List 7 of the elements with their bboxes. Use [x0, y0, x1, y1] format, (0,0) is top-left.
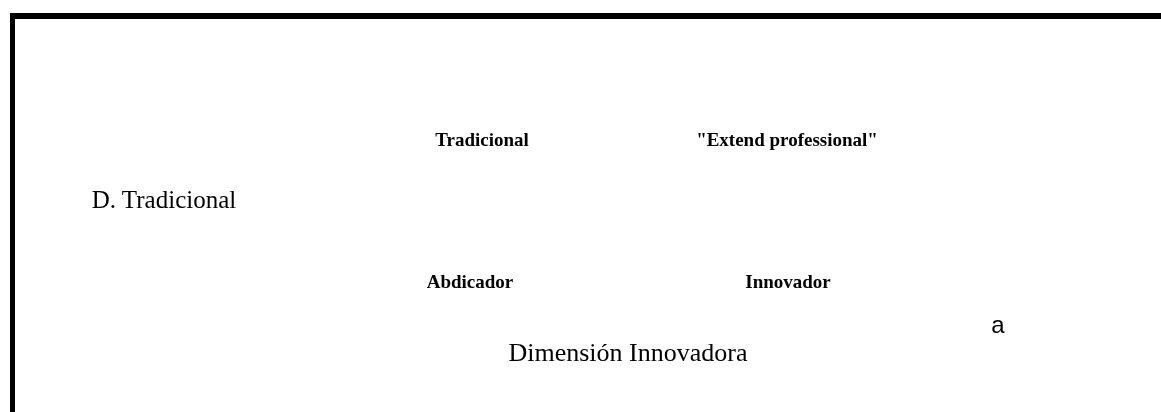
- quadrant-label: Abdicador: [426, 271, 514, 293]
- axis-title: D. Tradicional: [90, 185, 238, 216]
- quadrant-label: Innovador: [745, 271, 831, 293]
- quadrant-label: "Extend professional": [696, 129, 878, 151]
- axis-title: Dimensión Innovadora: [508, 338, 748, 368]
- text-label: a: [991, 311, 1005, 339]
- quadrant-label: Tradicional: [435, 129, 529, 151]
